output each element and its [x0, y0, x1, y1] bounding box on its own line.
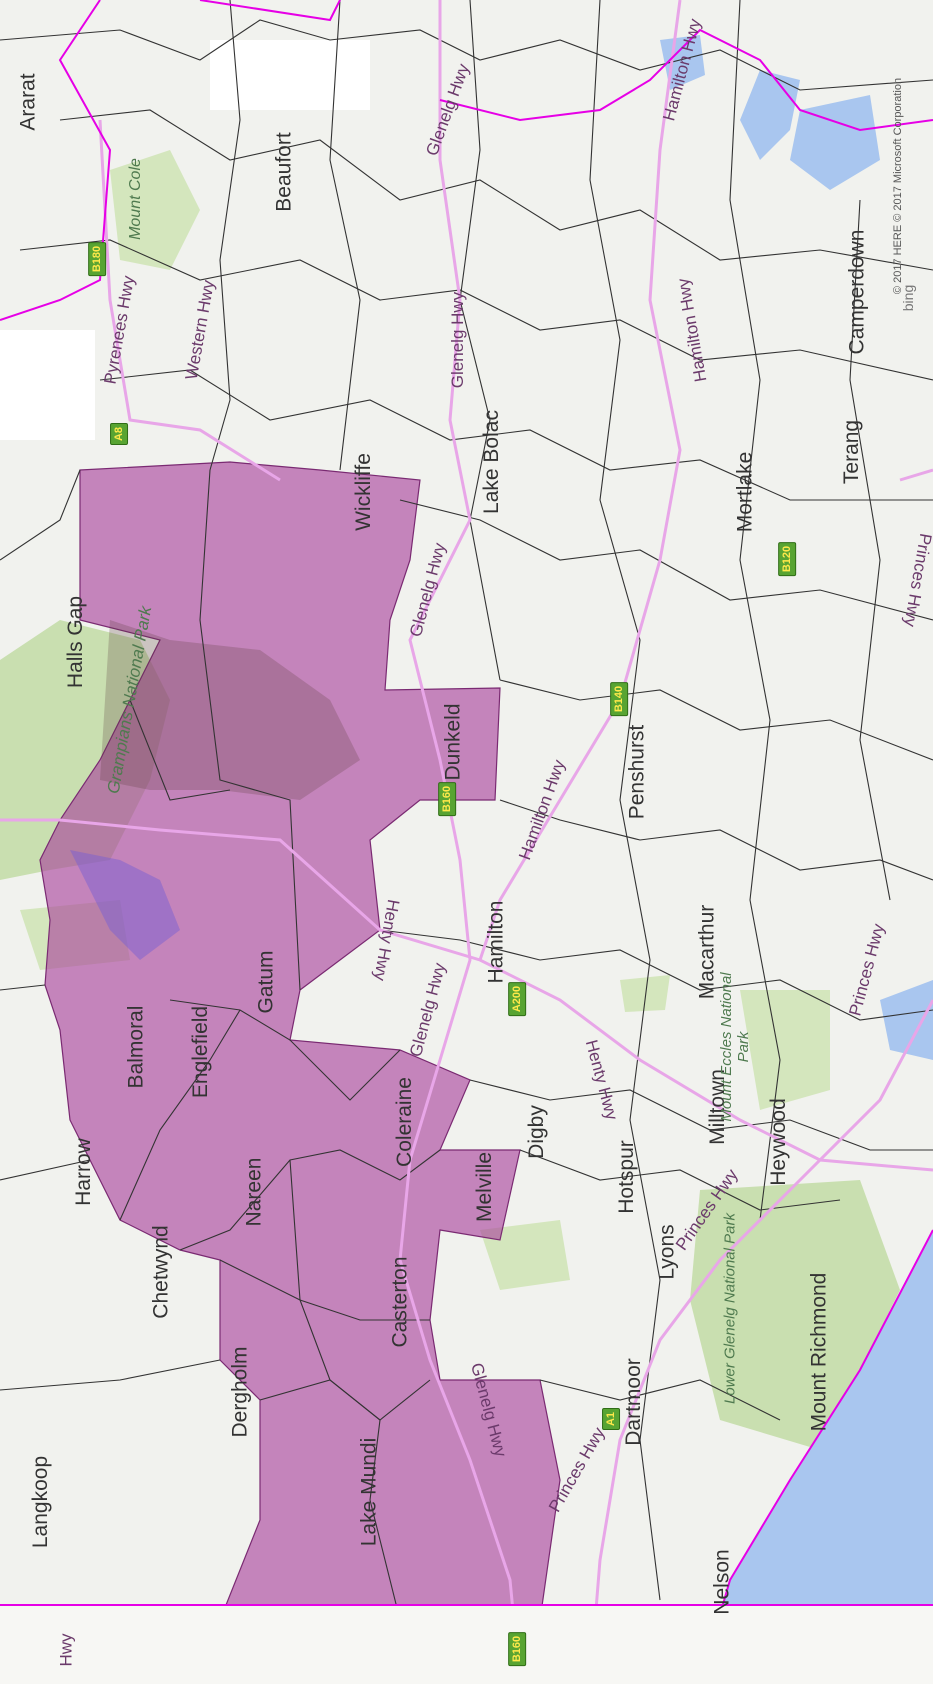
place-label-macarthur: Macarthur: [695, 904, 719, 1000]
park-patch: [620, 975, 670, 1012]
place-label-hamilton: Hamilton: [484, 900, 508, 984]
place-label-lake-bolac: Lake Bolac: [479, 410, 503, 514]
park-label-mount-eccles: Mount Eccles National Park: [718, 972, 752, 1122]
mount-eccles-park-area: [740, 990, 830, 1110]
park-patch: [480, 1220, 570, 1290]
place-label-camperdown: Camperdown: [845, 229, 869, 355]
road-shield: A200: [508, 981, 527, 1017]
place-label-heywood: Heywood: [766, 1098, 790, 1186]
lower-glenelg-park-area: [690, 1180, 900, 1450]
park-label-lower-glenelg: Lower Glenelg National Park: [721, 1213, 739, 1404]
place-label-penshurst: Penshurst: [625, 724, 649, 820]
road-shield: B180: [88, 241, 107, 277]
road-shield: B140: [610, 681, 629, 717]
place-label-lake-mundi: Lake Mundi: [357, 1437, 381, 1547]
place-label-dartmoor: Dartmoor: [621, 1358, 645, 1446]
road-shield: A8: [110, 422, 129, 446]
place-label-casterton: Casterton: [388, 1256, 412, 1348]
bottom-band: [0, 1606, 933, 1684]
place-label-dunkeld: Dunkeld: [441, 703, 465, 781]
road-shield: B120: [778, 541, 797, 577]
place-label-chetwynd: Chetwynd: [149, 1225, 173, 1319]
road-label: Hwy: [56, 1633, 76, 1667]
place-label-harrow: Harrow: [71, 1138, 95, 1206]
place-label-mount-richmond: Mount Richmond: [807, 1272, 831, 1432]
highlighted-region: [39, 461, 561, 1621]
place-label-digby: Digby: [524, 1105, 548, 1159]
place-label-langkoop: Langkoop: [29, 1455, 53, 1549]
map-attribution: © 2017 HERE © 2017 Microsoft Corporation: [892, 77, 905, 295]
road-shield: B160: [508, 1631, 527, 1667]
place-label-balmoral: Balmoral: [124, 1005, 148, 1089]
place-label-wickliffe: Wickliffe: [351, 453, 375, 531]
place-label-terang: Terang: [840, 419, 864, 485]
place-label-melville: Melville: [473, 1151, 497, 1223]
blank-tile: [0, 330, 95, 440]
road-shield: B160: [438, 781, 457, 817]
place-label-nelson: Nelson: [710, 1549, 734, 1615]
place-label-beaufort: Beaufort: [272, 132, 296, 212]
place-label-hotspur: Hotspur: [614, 1140, 638, 1214]
place-label-englefield: Englefield: [189, 1005, 213, 1099]
bing-logo: bing: [900, 284, 917, 312]
lake: [880, 980, 933, 1060]
place-label-halls-gap: Halls Gap: [64, 595, 88, 689]
reservoir: [70, 850, 180, 960]
place-label-nareen: Nareen: [242, 1157, 266, 1227]
mount-cole-park-area: [110, 150, 200, 270]
shire-boundaries: [0, 0, 933, 1621]
road-label: Glenelg Hwy: [448, 291, 468, 389]
place-label-coleraine: Coleraine: [392, 1077, 416, 1167]
place-label-mortlake: Mortlake: [733, 451, 757, 533]
place-label-lyons: Lyons: [655, 1224, 679, 1280]
grampians-shaded-area: [100, 620, 360, 800]
road-shield: A1: [602, 1407, 621, 1431]
place-label-gatum: Gatum: [254, 950, 278, 1014]
lake: [790, 95, 880, 190]
place-label-dergholm: Dergholm: [228, 1346, 252, 1438]
park-label-mount-cole: Mount Cole: [126, 158, 144, 240]
place-label-ararat: Ararat: [16, 73, 40, 131]
